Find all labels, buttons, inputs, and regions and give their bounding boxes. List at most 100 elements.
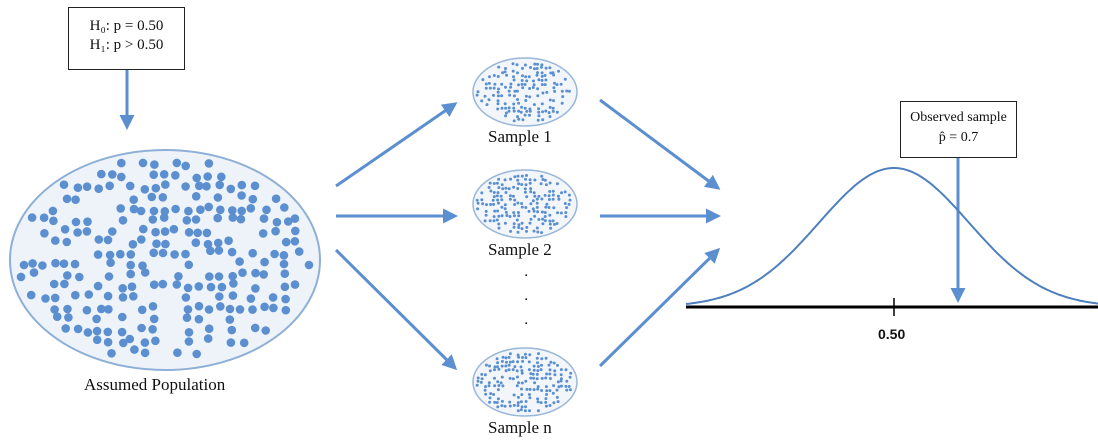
population-dot — [192, 349, 201, 359]
population-dot — [203, 334, 213, 343]
population-dots — [16, 158, 314, 359]
sample-dot — [548, 190, 552, 193]
sample-dot — [492, 195, 496, 199]
sample-dot — [509, 177, 513, 181]
population-dot — [127, 282, 137, 292]
sample-dot — [559, 368, 563, 372]
ellipsis-dot: . — [524, 263, 529, 280]
sample-dot — [520, 79, 524, 82]
sample-dot — [497, 226, 501, 230]
population-dot — [60, 225, 70, 234]
population-dot — [148, 215, 158, 224]
population-dot — [27, 213, 37, 222]
sample-dot — [484, 213, 488, 217]
population-dot — [152, 239, 161, 248]
population-dot — [138, 261, 147, 271]
sample-dot — [508, 93, 512, 97]
sample-dot — [504, 106, 508, 110]
population-dot — [216, 205, 225, 215]
sample-dot — [496, 361, 500, 365]
sample-dot — [484, 363, 488, 367]
sample-dot — [512, 119, 516, 123]
population-label: Assumed Population — [84, 375, 226, 394]
population-dot — [191, 238, 201, 247]
sample-dot — [548, 377, 552, 380]
population-dot — [214, 272, 224, 281]
population-dot — [161, 239, 170, 249]
sample-dot — [532, 229, 536, 233]
sample-dot — [531, 79, 535, 83]
sample-dot — [545, 389, 549, 393]
sample-dot — [525, 225, 529, 229]
sample-dot — [553, 81, 556, 85]
sample-dot — [496, 365, 499, 369]
sample-dot — [555, 222, 559, 225]
sample-dot — [489, 392, 493, 396]
sample-dot — [476, 201, 480, 205]
sample-dot — [532, 103, 536, 107]
population-dot — [251, 268, 260, 278]
sample-dot — [535, 226, 539, 230]
population-dot — [82, 227, 92, 236]
sample-dot — [516, 395, 520, 399]
population-dot — [149, 170, 158, 179]
sample-dot — [535, 372, 539, 376]
sample-dot — [547, 111, 551, 115]
sample-dot — [483, 219, 487, 223]
population-dot — [215, 292, 224, 301]
sample-dot — [481, 78, 485, 82]
population-dot — [103, 337, 113, 347]
population-dot — [108, 227, 117, 236]
population-dot — [19, 260, 29, 270]
sample-dot — [517, 381, 521, 385]
sample-dot — [560, 101, 564, 105]
population-dot — [171, 204, 180, 214]
sample-dot — [516, 404, 520, 407]
population-dot — [148, 325, 157, 334]
sample-dot — [497, 87, 500, 91]
population-dot — [130, 345, 139, 354]
sample-dot — [555, 388, 559, 392]
sample-dot — [520, 371, 524, 375]
sample-dot — [544, 183, 548, 187]
sample-dot — [481, 202, 485, 206]
sample-dot — [524, 206, 528, 209]
sample-dot — [556, 211, 560, 215]
sample-dot — [496, 107, 500, 111]
sample-dot — [509, 82, 513, 86]
sample-dot — [504, 186, 508, 190]
sample-dot — [501, 187, 505, 191]
sample-dot — [536, 397, 540, 401]
sample-dot — [497, 214, 501, 218]
sample-dot — [549, 360, 553, 364]
sample-dot — [540, 71, 544, 75]
population-dot — [16, 272, 26, 282]
sample-dot — [513, 203, 517, 206]
sample-dot — [535, 73, 539, 77]
sample-dot — [492, 74, 496, 77]
sample-dot — [556, 400, 560, 404]
sample-dot — [516, 98, 519, 101]
population-dot — [294, 247, 304, 256]
sample-dot — [548, 105, 552, 109]
sample-dot — [512, 214, 516, 218]
sample-dot — [524, 356, 528, 360]
sample-dot — [523, 63, 527, 67]
sampling-distribution-curve — [685, 167, 1098, 305]
sample-dot — [496, 99, 500, 103]
population-dot — [227, 247, 237, 257]
population-dot — [103, 291, 113, 301]
sample-dot — [565, 379, 569, 383]
sample-dot — [512, 106, 516, 110]
sample-dot — [497, 186, 501, 190]
sample-dot — [552, 86, 556, 90]
population-dot — [260, 302, 269, 312]
sample-dot — [545, 202, 549, 206]
sample-dot — [528, 181, 532, 185]
sample-dot — [543, 215, 547, 218]
sample-dot — [516, 211, 520, 214]
population-dot — [228, 291, 238, 300]
population-dot — [258, 229, 268, 238]
sample-dot — [529, 217, 533, 221]
sample-dot — [492, 202, 496, 206]
